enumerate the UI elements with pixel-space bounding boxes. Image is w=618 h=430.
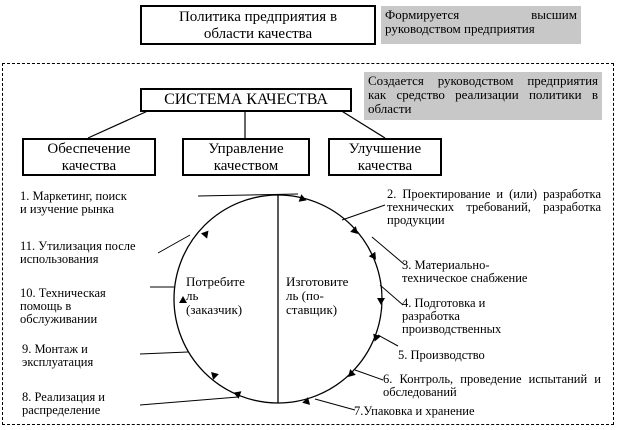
quality-assurance-line2: качества (61, 158, 117, 174)
arrowhead (233, 391, 242, 399)
quality-management-line2: качеством (213, 158, 279, 174)
leader-s8 (139, 396, 239, 406)
stage-8-sales: 8. Реализация и распределение (22, 390, 106, 417)
arrowhead (200, 230, 209, 239)
leader-s1 (197, 193, 299, 197)
leader-s7 (314, 398, 356, 411)
stage-1-marketing: 1. Маркетинг, поиск и изучение рынка (20, 189, 127, 216)
quality-policy-line1: Политика предприятия в (178, 9, 338, 25)
leader-s2 (341, 204, 386, 221)
quality-system-title: СИСТЕМА КАЧЕСТВА (140, 88, 352, 112)
policy-note: Формируется высшим руководством предприя… (381, 6, 581, 44)
quality-improvement-line1: Улучшение (348, 141, 422, 157)
stage-7-packaging: 7.Упаковка и хранение (354, 404, 475, 418)
arrowhead (377, 298, 385, 305)
consumer-label: Потребите ль (заказчик) (186, 274, 245, 317)
quality-improvement-box: Улучшение качества (328, 138, 442, 176)
leader-s4 (379, 284, 404, 306)
stage-11-disposal: 11. Утилизация после использования (20, 239, 136, 266)
quality-management-box: Управление качеством (182, 138, 310, 176)
quality-policy-box: Политика предприятия в области качества (140, 5, 376, 45)
arrowhead (179, 296, 187, 303)
arrowhead (348, 369, 356, 377)
quality-assurance-line1: Обеспечение (47, 141, 131, 157)
arrowhead (211, 372, 219, 380)
stage-2-design: 2. Проектирование и (или) разработка тех… (387, 187, 601, 227)
stage-3-procurement: 3. Материально- техническое снабжение (402, 258, 528, 285)
arrowhead (302, 397, 311, 405)
stage-9-installation: 9. Монтаж и эксплуатация (22, 342, 94, 369)
stage-5-production: 5. Производство (398, 348, 485, 362)
system-note: Создается руководством предприятия как с… (364, 72, 602, 120)
supplier-label: Изготовите ль (по- ставщик) (286, 274, 349, 317)
leader-s9 (139, 351, 189, 355)
leader-s5 (377, 334, 399, 347)
connector-left (87, 109, 151, 139)
arrowhead (350, 226, 358, 234)
arrowhead (298, 194, 307, 202)
arrowhead (373, 333, 381, 342)
quality-system-boundary (2, 63, 614, 425)
quality-management-line1: Управление (208, 141, 284, 157)
leader-s3 (371, 236, 406, 266)
leader-s11 (157, 234, 191, 254)
quality-policy-line2: области качества (203, 26, 313, 42)
flow-arrowheads (179, 194, 385, 405)
connector-right (339, 109, 386, 139)
leader-s6 (354, 369, 384, 381)
stage-6-control: 6. Контроль, проведение испытаний и обсл… (383, 372, 601, 399)
quality-improvement-line2: качества (357, 158, 413, 174)
quality-assurance-box: Обеспечение качества (22, 138, 156, 176)
stage-10-tech-support: 10. Техническая помощь в обслуживании (20, 286, 106, 326)
arrowhead (368, 251, 377, 260)
stage-4-preparation: 4. Подготовка и разработка производствен… (402, 296, 502, 336)
